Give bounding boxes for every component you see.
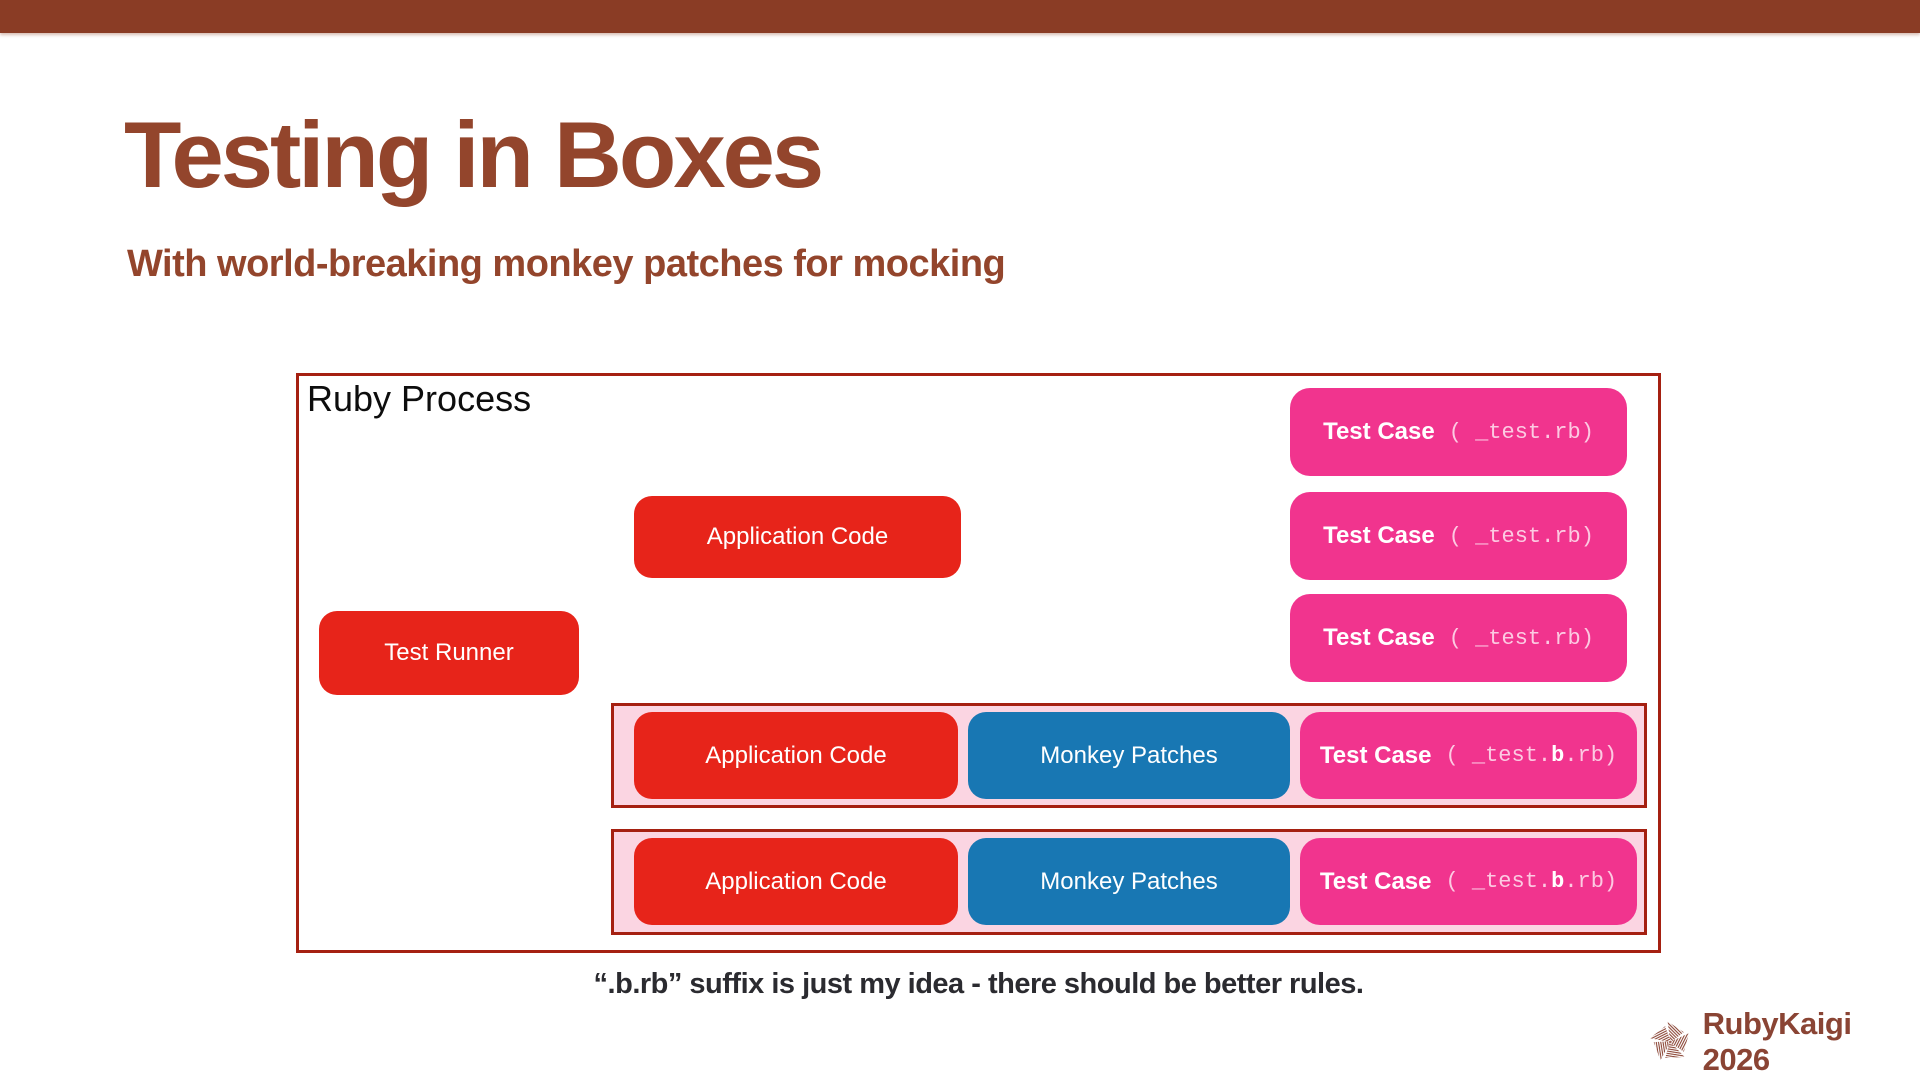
isolated-test-group-row: Application Code Monkey Patches Test Cas… [611,703,1647,808]
test-case-label: Test Case [1319,741,1432,769]
slide-title: Testing in Boxes [124,102,824,207]
monkey-patches-label: Monkey Patches [1040,867,1218,895]
rubykaigi-logo: RubyKaigi 2026 [1648,1006,1920,1078]
application-code-box: Application Code [634,712,958,799]
test-case-b-box: Test Case ( _test.b.rb) [1300,838,1637,925]
test-case-filename: ( _test.rb) [1448,419,1594,445]
application-code-label: Application Code [705,867,887,895]
caption-note: “.b.rb” suffix is just my idea - there s… [593,968,1364,1000]
monkey-patches-box: Monkey Patches [968,838,1290,925]
test-case-filename: ( _test.rb) [1448,625,1594,651]
application-code-box: Application Code [634,838,958,925]
slide-subtitle: With world-breaking monkey patches for m… [127,243,1006,285]
test-case-label: Test Case [1323,522,1435,549]
rubykaigi-logo-text: RubyKaigi 2026 [1702,1006,1852,1077]
top-accent-bar [0,0,1920,33]
test-case-label: Test Case [1323,418,1435,445]
test-case-filename: ( _test.rb) [1448,523,1594,549]
test-case-box: Test Case ( _test.rb) [1290,388,1627,476]
monkey-patches-box: Monkey Patches [968,712,1290,799]
ruby-process-box: Ruby Process Test Runner Application Cod… [296,373,1661,953]
application-code-label: Application Code [706,523,889,550]
monkey-patches-label: Monkey Patches [1040,741,1218,769]
test-case-box: Test Case ( _test.rb) [1290,594,1627,682]
isolated-test-group-row: Application Code Monkey Patches Test Cas… [611,829,1647,935]
application-code-box: Application Code [634,496,961,578]
test-case-label: Test Case [1323,624,1435,651]
rubykaigi-pinwheel-icon [1649,1021,1690,1061]
test-case-label: Test Case [1319,867,1432,895]
test-case-b-filename: ( _test.b.rb) [1445,869,1618,894]
ruby-process-label: Ruby Process [307,378,532,419]
test-runner-label: Test Runner [384,639,514,666]
application-code-label: Application Code [705,741,887,769]
test-case-b-filename: ( _test.b.rb) [1445,743,1618,768]
test-case-b-box: Test Case ( _test.b.rb) [1300,712,1637,799]
test-case-box: Test Case ( _test.rb) [1290,492,1627,580]
test-runner-box: Test Runner [319,611,579,695]
